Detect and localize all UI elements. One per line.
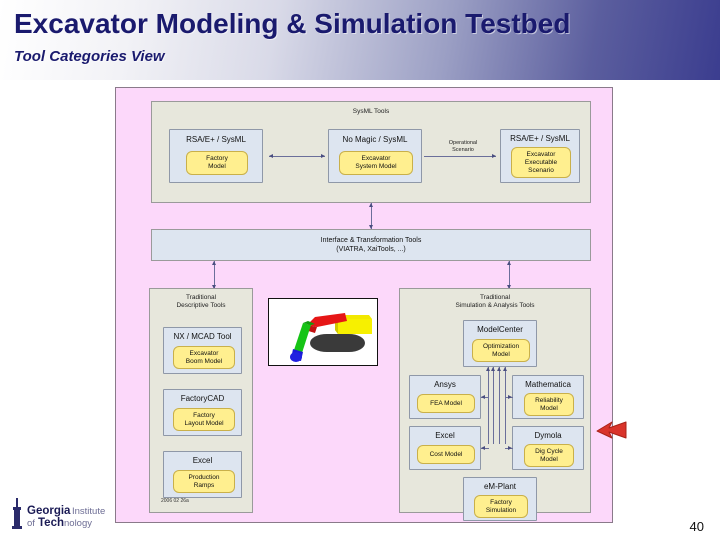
connector-line xyxy=(424,156,496,157)
tool-name-label: ModelCenter xyxy=(477,325,523,334)
tool-name-label: RSA/E+ / SysML xyxy=(186,135,246,144)
band-line-1: Interface & Transformation Tools xyxy=(320,237,422,244)
tool-name-label: Mathematica xyxy=(525,380,571,389)
svg-text:nology: nology xyxy=(64,518,92,529)
tool-name-label: RSA/E+ / SysML xyxy=(510,134,570,143)
connector-arrow-up-icon xyxy=(496,367,501,371)
connector-line xyxy=(371,203,372,229)
connector-arrow-up-icon xyxy=(506,261,511,265)
connector-arrow-up-icon xyxy=(368,203,373,207)
tool-ansys[interactable]: Ansys FEA Model xyxy=(409,375,481,419)
tool-name-label: Dymola xyxy=(534,431,562,440)
model-fea-model[interactable]: FEA Model xyxy=(417,394,475,413)
connector-arrow-right-icon xyxy=(508,394,512,399)
connector-line xyxy=(488,367,489,444)
connector-arrow-down-icon xyxy=(368,225,373,229)
svg-text:Institute: Institute xyxy=(72,506,105,517)
tool-name-label: NX / MCAD Tool xyxy=(173,332,232,341)
callout-arrow-icon xyxy=(593,418,627,444)
gt-tower-icon xyxy=(12,498,22,529)
group-simulation-tools: Traditional Simulation & Analysis Tools … xyxy=(399,288,591,521)
connector-arrow-right-icon xyxy=(321,153,325,158)
connector-arrow-left-icon xyxy=(269,153,273,158)
tool-name-label: Ansys xyxy=(434,380,456,389)
date-stamp: 2006 02 26a xyxy=(161,498,189,504)
georgia-tech-logo: Georgia Institute of Tech nology xyxy=(8,494,126,534)
band-line-2: (VIATRA, XaiTools, ...) xyxy=(336,246,406,253)
svg-text:Tech: Tech xyxy=(38,517,64,529)
tool-name-label: eM-Plant xyxy=(483,482,516,491)
group-sysml-title: SysML Tools xyxy=(352,108,390,115)
connector-line xyxy=(481,448,489,449)
group-simulation-title-line2: Simulation & Analysis Tools xyxy=(455,302,535,309)
connector-arrow-down-icon xyxy=(211,285,216,289)
connector-line xyxy=(214,261,215,289)
connector-arrow-up-icon xyxy=(211,261,216,265)
connector-line xyxy=(505,367,506,444)
connector-line xyxy=(269,156,325,157)
connector-line xyxy=(481,397,489,398)
tool-name-label: Excel xyxy=(435,431,455,440)
page-title: Excavator Modeling & Simulation Testbed xyxy=(14,8,571,39)
connector-line xyxy=(493,367,494,444)
tool-excel-simulation[interactable]: Excel Cost Model xyxy=(409,426,481,470)
model-cost-model[interactable]: Cost Model xyxy=(417,445,475,464)
group-simulation-title-line1: Traditional xyxy=(479,294,511,301)
connector-arrow-right-icon xyxy=(492,153,496,158)
connector-arrow-right-icon xyxy=(508,445,512,450)
page-number: 40 xyxy=(689,519,704,534)
group-descriptive-title-line2: Descriptive Tools xyxy=(176,302,226,309)
connector-arrow-left-icon xyxy=(481,445,485,450)
connector-arrow-down-icon xyxy=(506,285,511,289)
svg-text:of: of xyxy=(27,518,35,529)
band-interface-transformation-tools[interactable]: Interface & Transformation Tools (VIATRA… xyxy=(151,229,591,261)
excavator-render-image xyxy=(268,298,378,366)
page-subtitle: Tool Categories View xyxy=(14,48,165,65)
tool-name-label: No Magic / SysML xyxy=(342,135,408,144)
tool-name-label: FactoryCAD xyxy=(180,394,225,403)
svg-text:Georgia: Georgia xyxy=(27,505,71,517)
excavator-3d-icon xyxy=(290,313,372,362)
connector-line xyxy=(509,261,510,289)
tool-name-label: Excel xyxy=(192,456,213,465)
connector-line xyxy=(499,367,500,444)
connector-arrow-left-icon xyxy=(481,394,485,399)
connector-arrow-up-icon xyxy=(485,367,490,371)
connector-arrow-up-icon xyxy=(502,367,507,371)
group-descriptive-tools: Traditional Descriptive Tools NX / MCAD … xyxy=(149,288,253,513)
connector-arrow-up-icon xyxy=(490,367,495,371)
title-banner: Excavator Modeling & Simulation Testbed … xyxy=(0,0,720,80)
group-descriptive-title-line1: Traditional xyxy=(185,294,217,301)
